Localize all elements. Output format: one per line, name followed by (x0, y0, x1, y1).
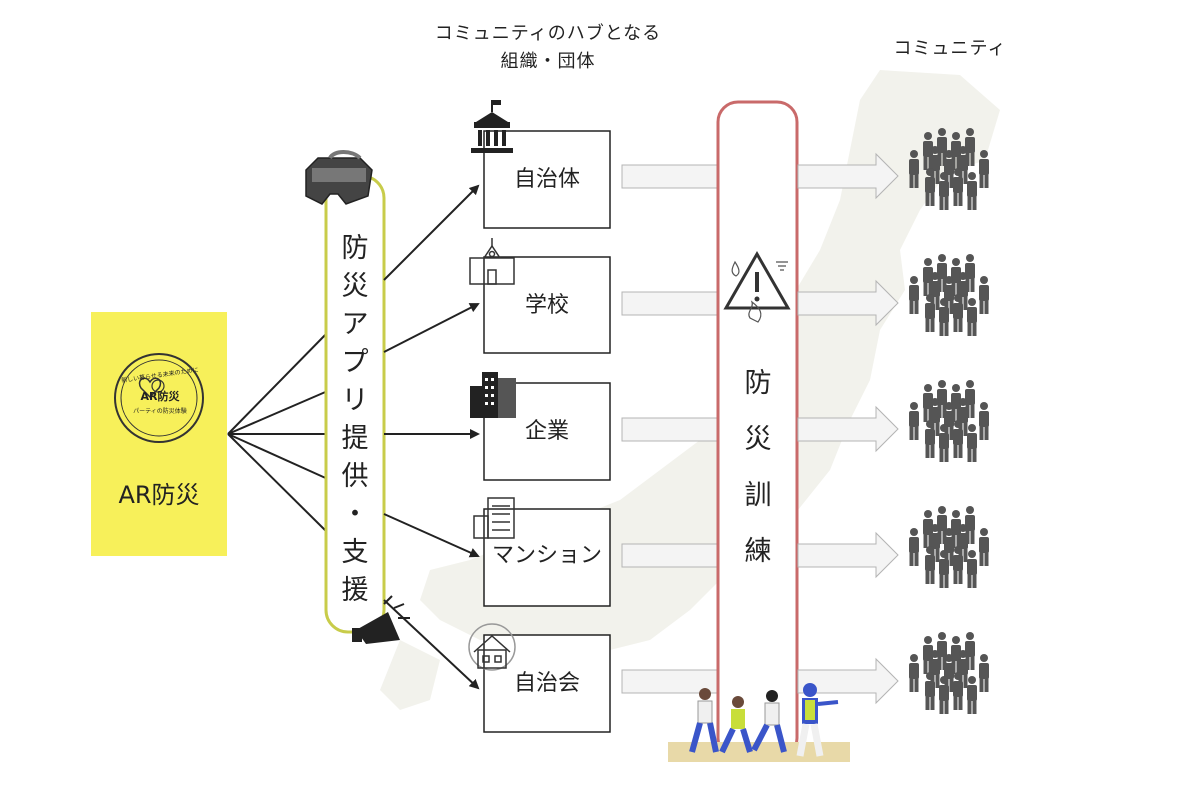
app-support-char: リ (341, 385, 369, 416)
org-label-school: 学校 (524, 293, 569, 318)
app-support-char: プ (341, 347, 369, 378)
badge-bottom-text: パーティの防災体験 (133, 408, 187, 415)
drill-char: 災 (744, 424, 772, 455)
org-label-apartment: マンション (491, 543, 602, 568)
disaster-drill-label: 防 災 訓 練 (738, 356, 778, 580)
ar-bousai-badge-icon (114, 353, 204, 443)
org-box-school (483, 256, 611, 354)
hub-header-line1: コミュニティのハブとなる (434, 23, 662, 44)
app-support-char: ・ (341, 499, 369, 530)
org-label-government: 自治体 (513, 167, 580, 192)
app-support-char: 提 (341, 423, 369, 454)
government-building-icon (471, 100, 513, 153)
ar-bousai-source-box (91, 312, 227, 556)
org-box-apartment (483, 508, 611, 607)
megaphone-icon (352, 595, 410, 644)
evacuation-people-icon (668, 683, 850, 762)
app-support-char: 援 (341, 575, 369, 606)
drill-char: 防 (744, 368, 772, 399)
people-group-icon (909, 128, 989, 714)
source-connector-lines (227, 329, 331, 536)
neighborhood-house-icon (468, 623, 516, 671)
organization-boxes (483, 130, 611, 733)
school-icon (469, 238, 515, 285)
vr-headset-icon (305, 150, 373, 205)
japan-map-background (380, 70, 1000, 710)
badge-main-text: AR防災 (140, 390, 180, 403)
app-support-char: 供 (341, 461, 369, 492)
apartment-icon (473, 497, 515, 539)
org-label-company: 企業 (524, 419, 569, 444)
app-support-char: 支 (341, 537, 369, 568)
hazard-warning-icon (723, 250, 791, 323)
org-label-neighborhood: 自治会 (513, 671, 580, 696)
drill-char: 練 (744, 536, 772, 567)
transfer-arrows-right (797, 152, 899, 705)
org-box-government (483, 130, 611, 229)
transfer-arrows-left (621, 164, 721, 694)
distribution-arrows (383, 184, 480, 690)
app-support-label: 防 災 ア プ リ 提 供 ・ 支 援 (335, 230, 375, 610)
drill-char: 訓 (744, 480, 772, 511)
community-header: コミュニティ (893, 38, 1007, 59)
ar-bousai-label: AR防災 (118, 481, 200, 509)
office-building-icon (470, 372, 516, 418)
app-support-char: 防 (341, 233, 369, 264)
hub-header-line2: 組織・団体 (500, 51, 596, 72)
app-support-char: 災 (341, 271, 369, 302)
org-box-neighborhood (483, 634, 611, 733)
app-support-char: ア (341, 309, 369, 340)
